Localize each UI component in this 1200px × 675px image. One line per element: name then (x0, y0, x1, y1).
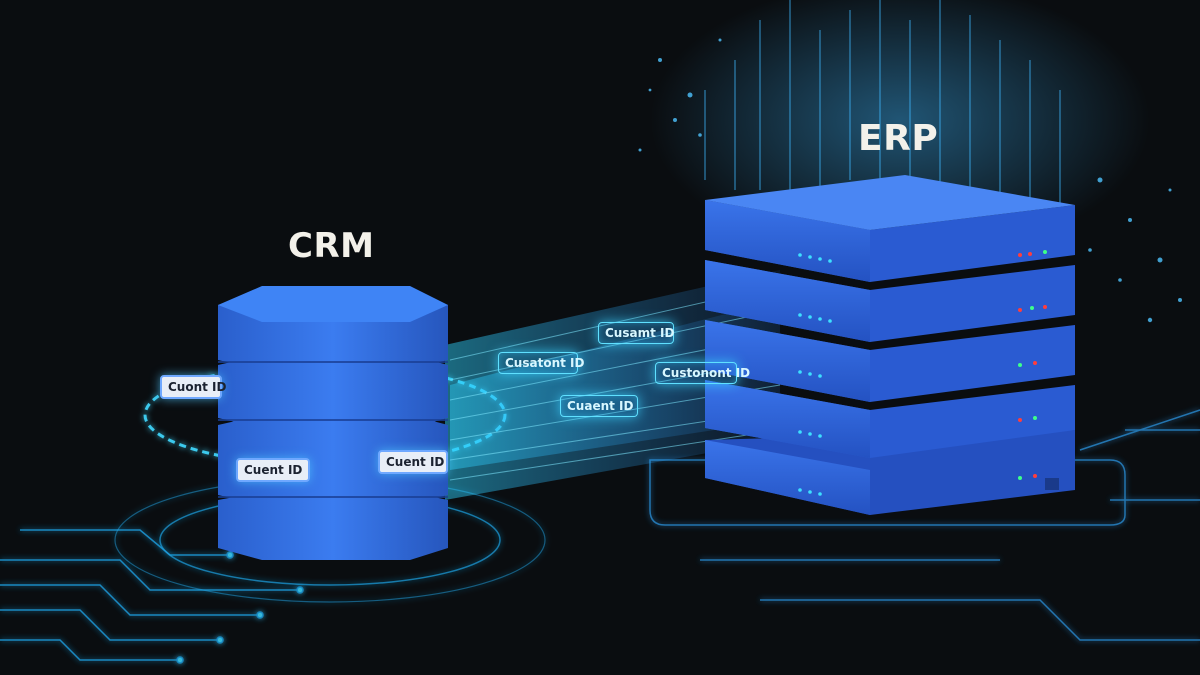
customer-id-card: Cusamt ID (598, 322, 674, 344)
data-transfer-beam (445, 270, 781, 500)
card-label: Cuent ID (386, 455, 445, 469)
customer-id-card: Cuent ID (236, 458, 310, 482)
server-unit (705, 430, 1075, 515)
circuit-traces-right (649, 409, 1200, 641)
customer-id-card: Cuont ID (160, 375, 227, 399)
server-unit (705, 175, 1075, 282)
card-label: Cuaent ID (567, 399, 634, 413)
erp-label: ERP (858, 118, 939, 159)
card-label: Cusatont ID (505, 356, 585, 370)
customer-id-card: Custonont ID (655, 362, 751, 384)
card-label: Cuent ID (244, 463, 303, 477)
server-unit (705, 380, 1075, 458)
customer-id-card: Cuent ID (378, 450, 448, 474)
server-status-lights (798, 250, 1047, 496)
circuit-traces-left (0, 529, 304, 664)
crm-label: CRM (288, 226, 375, 266)
erp-server-stack (705, 175, 1075, 515)
server-unit (705, 320, 1075, 402)
card-label: Cusamt ID (605, 326, 675, 340)
customer-id-card: Cuaent ID (560, 395, 638, 417)
crm-database (218, 286, 448, 560)
card-label: Cuont ID (168, 380, 227, 394)
card-label: Custonont ID (662, 366, 751, 380)
customer-id-card: Cusatont ID (498, 352, 585, 374)
